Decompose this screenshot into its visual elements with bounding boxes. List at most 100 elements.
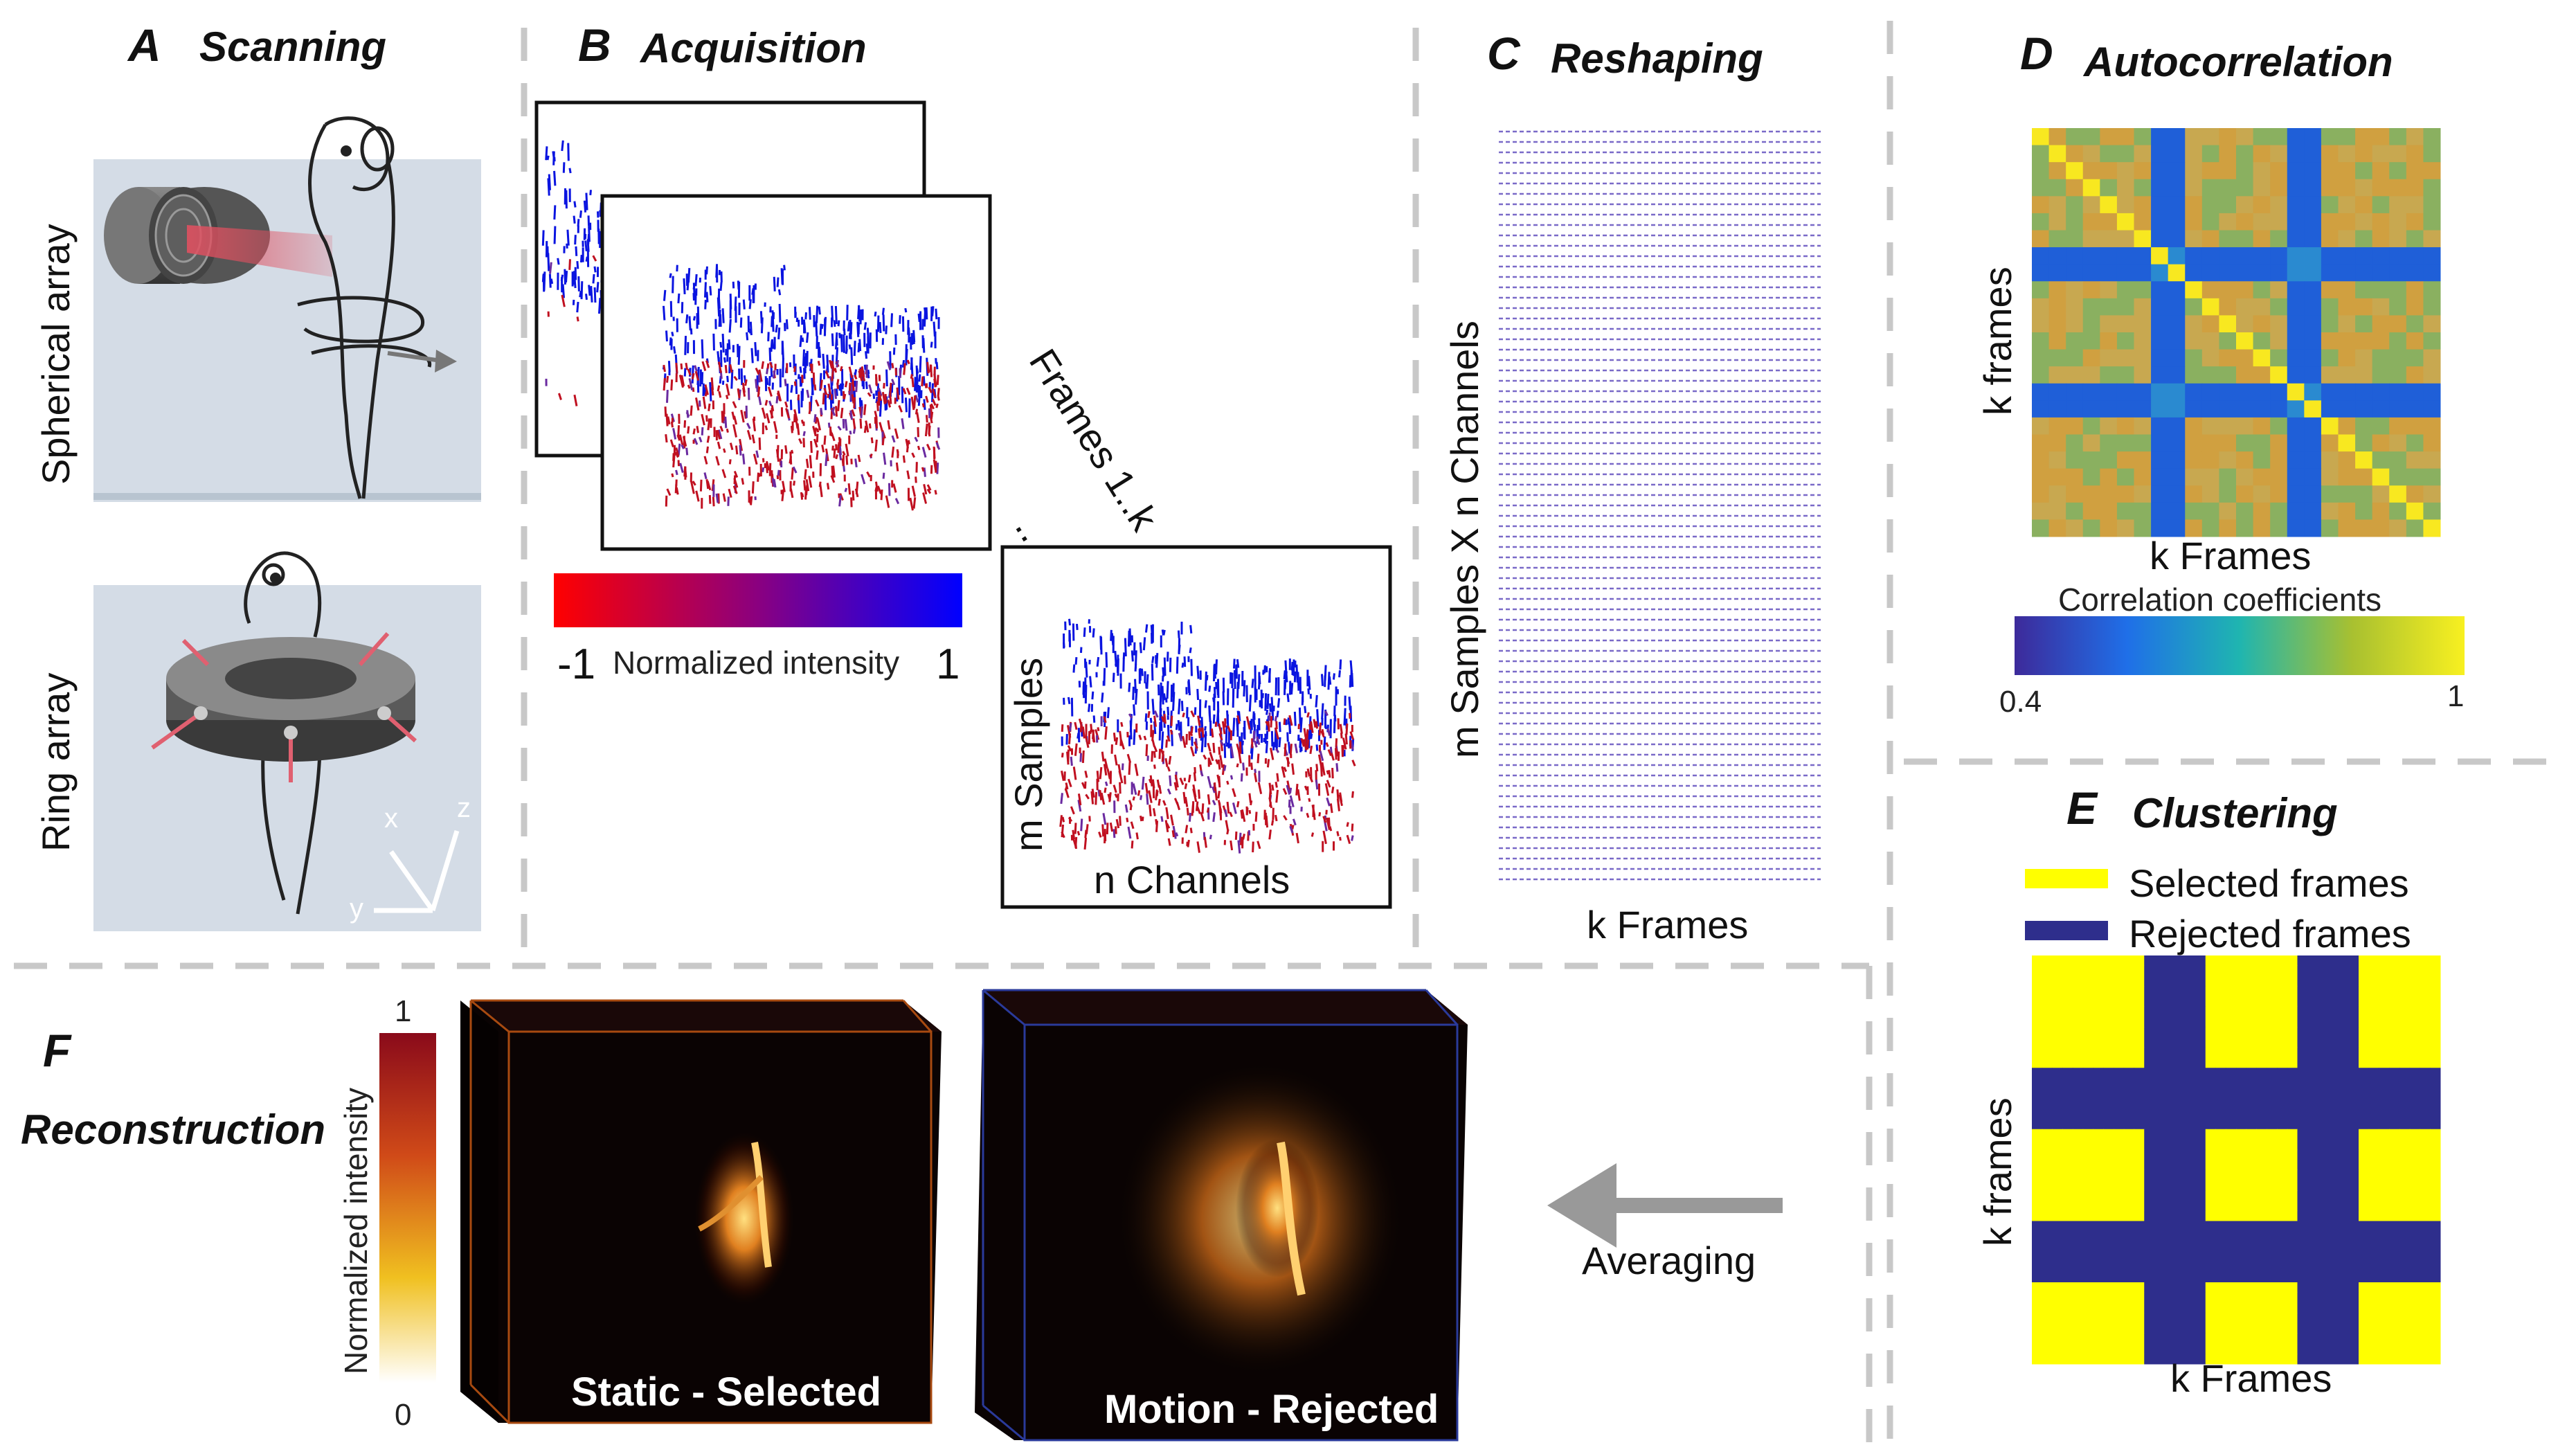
cluster-cell [2062,1241,2073,1253]
cluster-cell [2277,1016,2288,1027]
cluster-cell [2297,1109,2308,1120]
autocorr-cell [2032,162,2050,180]
autocorr-cell [2287,383,2305,401]
cluster-cell [2277,1180,2288,1191]
cluster-cell [2082,1149,2093,1160]
signal-mark [1182,735,1187,748]
signal-mark [1155,818,1158,825]
signal-mark [675,447,680,457]
cluster-cell [2185,1262,2196,1273]
signal-mark [716,429,721,440]
signal-mark [1178,638,1181,655]
autocorr-cell [2253,349,2271,367]
cluster-cell [2082,976,2093,987]
cluster-cell [2103,1068,2114,1079]
signal-mark [863,404,867,415]
cluster-cell [2256,1302,2267,1313]
cluster-cell [2164,1180,2175,1191]
cluster-cell [2042,1251,2053,1262]
cluster-cell [2226,1262,2237,1273]
signal-mark [885,495,890,508]
cluster-cell [2052,1016,2063,1027]
cluster-cell [2082,1006,2093,1017]
cluster-cell [2042,1047,2053,1058]
cluster-cell [2205,1292,2216,1303]
autocorr-cell [2100,196,2118,214]
cluster-cell [2195,1262,2206,1273]
cluster-cell [2379,1027,2390,1038]
signal-mark [1176,656,1179,674]
autocorr-cell [2168,179,2186,197]
cluster-cell [2164,1231,2175,1242]
cluster-cell [2348,1078,2359,1089]
cluster-cell [2062,1139,2073,1150]
signal-mark [1090,791,1095,805]
signal-mark [1139,642,1142,654]
cluster-cell [2246,1313,2257,1324]
signal-mark [925,307,928,320]
cluster-cell [2103,1180,2114,1191]
cluster-cell [2195,1169,2206,1181]
signal-mark [675,362,678,373]
signal-mark [922,492,928,504]
cluster-cell [2062,1088,2073,1099]
signal-mark [729,364,733,373]
cluster-cell [2389,1037,2400,1048]
cluster-cell [2195,1221,2206,1232]
signal-mark [1214,782,1216,791]
cluster-cell [2379,1354,2390,1365]
cluster-cell [2154,1037,2165,1048]
cluster-cell [2144,965,2155,976]
cluster-cell [2073,955,2084,967]
cluster-cell [2164,1333,2175,1344]
cluster-cell [2379,1119,2390,1130]
signal-mark [1276,773,1279,782]
signal-mark [921,376,924,387]
autocorr-cell [2134,366,2152,384]
cluster-cell [2430,1302,2441,1313]
cluster-cell [2144,1088,2155,1099]
signal-mark [835,444,838,451]
autocorr-cell [2355,366,2373,384]
autocorr-cell [2423,230,2441,248]
cluster-cell [2174,986,2186,997]
signal-mark [837,320,840,327]
signal-mark [1212,786,1216,793]
signal-mark [1325,742,1329,747]
cluster-cell [2062,1160,2073,1171]
autocorr-cell [2355,162,2373,180]
cluster-cell [2420,1180,2431,1191]
cluster-cell [2042,1190,2053,1201]
signal-mark [901,418,905,429]
autocorr-cell [2134,502,2152,520]
autocorr-cell [2236,485,2254,503]
cluster-cell [2215,1027,2226,1038]
cluster-cell [2359,1313,2370,1324]
cluster-cell [2338,1343,2349,1354]
signal-mark [831,305,834,321]
autocorr-cell [2100,485,2118,503]
autocorr-cell [2151,213,2169,231]
autocorr-cell [2134,451,2152,469]
cluster-cell [2379,1160,2390,1171]
cluster-cell [2215,1292,2226,1303]
autocorr-cell [2423,298,2441,316]
cluster-cell [2348,955,2359,967]
signal-mark [669,300,673,317]
autocorr-cell [2236,128,2254,146]
cluster-cell [2164,1057,2175,1068]
autocorr-cell [2219,366,2237,384]
autocorr-cell [2134,485,2152,503]
cluster-cell [2267,1190,2278,1201]
cluster-cell [2379,1047,2390,1058]
cluster-cell [2185,1169,2196,1181]
cluster-cell [2359,1109,2370,1120]
autocorr-cell [2134,315,2152,333]
signal-mark [1219,755,1224,768]
signal-mark [861,366,865,377]
cluster-cell [2307,1292,2318,1303]
autocorr-cell [2032,213,2050,231]
signal-mark [1151,751,1154,762]
autocorr-cell [2406,298,2424,316]
signal-mark [885,325,888,334]
